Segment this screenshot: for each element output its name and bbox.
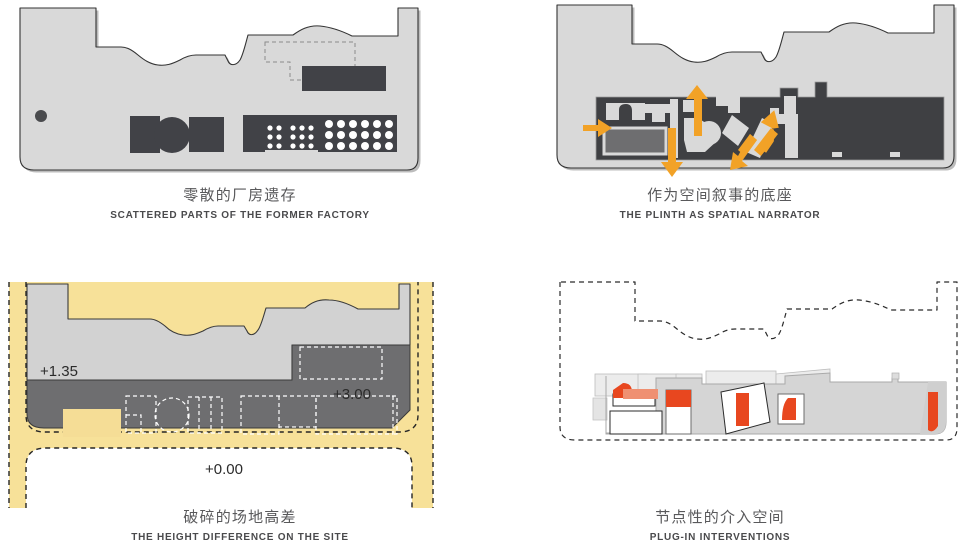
dashed-room-grid bbox=[125, 346, 398, 435]
circle-marker-small bbox=[35, 110, 47, 122]
dark-block-circle bbox=[154, 117, 190, 153]
plinth-upper-light bbox=[26, 283, 411, 381]
panel-height-difference: +1.35 +3.00 +0.00 破碎的场地高差 THE HEIGHT DIF… bbox=[0, 270, 480, 547]
panel-4-caption-cn: 节点性的介入空间 bbox=[655, 509, 785, 526]
arrow-up-right bbox=[754, 110, 779, 156]
terrace-plus-three bbox=[26, 344, 411, 429]
panel-3-figure: +1.35 +3.00 +0.00 bbox=[0, 270, 480, 520]
ghost-dashed-outline bbox=[264, 41, 356, 81]
panel-1-figure bbox=[0, 0, 480, 190]
level-label-0-00: +0.00 bbox=[205, 461, 243, 478]
panel-4-figure bbox=[480, 270, 960, 520]
dot-group-small-left bbox=[267, 125, 282, 149]
yellow-inset-block bbox=[63, 409, 121, 437]
arrow-down-left bbox=[661, 128, 683, 177]
dot-field-bar bbox=[243, 115, 397, 152]
ghost-plinth-dashed bbox=[559, 281, 958, 441]
panel-plug-in-interventions: 节点性的介入空间 PLUG-IN INTERVENTIONS bbox=[480, 270, 960, 547]
dot-group-large-right bbox=[325, 120, 393, 150]
arrow-down-right bbox=[730, 134, 757, 170]
intervention-blocks-red bbox=[613, 383, 938, 432]
panel-1-caption-cn: 零散的厂房遗存 bbox=[183, 187, 297, 204]
site-boundary-dashed bbox=[8, 282, 434, 508]
panel-2-caption-cn: 作为空间叙事的底座 bbox=[647, 187, 793, 204]
panel-3-caption-cn: 破碎的场地高差 bbox=[183, 509, 297, 526]
panel-scattered-parts: 零散的厂房遗存 SCATTERED PARTS OF THE FORMER FA… bbox=[0, 0, 480, 277]
dot-group-small-middle bbox=[290, 125, 314, 149]
panel-1-caption: 零散的厂房遗存 SCATTERED PARTS OF THE FORMER FA… bbox=[0, 186, 480, 223]
level-label-1-35: +1.35 bbox=[40, 363, 78, 380]
panel-1-caption-en: SCATTERED PARTS OF THE FORMER FACTORY bbox=[110, 210, 370, 221]
arrow-left bbox=[583, 119, 612, 137]
arrow-up-center bbox=[686, 85, 708, 136]
panel-4-caption-en: PLUG-IN INTERVENTIONS bbox=[649, 532, 791, 543]
panel-2-figure bbox=[480, 0, 960, 190]
panel-3-caption: 破碎的场地高差 THE HEIGHT DIFFERENCE ON THE SIT… bbox=[0, 508, 480, 545]
panel-2-caption: 作为空间叙事的底座 THE PLINTH AS SPATIAL NARRATOR bbox=[480, 186, 960, 223]
panel-4-caption: 节点性的介入空间 PLUG-IN INTERVENTIONS bbox=[480, 508, 960, 545]
panel-2-caption-en: THE PLINTH AS SPATIAL NARRATOR bbox=[619, 210, 821, 221]
panel-plinth-narrator: 作为空间叙事的底座 THE PLINTH AS SPATIAL NARRATOR bbox=[480, 0, 960, 277]
dark-bar-upper bbox=[302, 66, 386, 91]
level-label-3-00: +3.00 bbox=[333, 386, 371, 403]
dark-block-square-b bbox=[189, 117, 224, 152]
small-roof-nub bbox=[891, 372, 900, 380]
panel-3-caption-en: THE HEIGHT DIFFERENCE ON THE SITE bbox=[131, 532, 349, 543]
